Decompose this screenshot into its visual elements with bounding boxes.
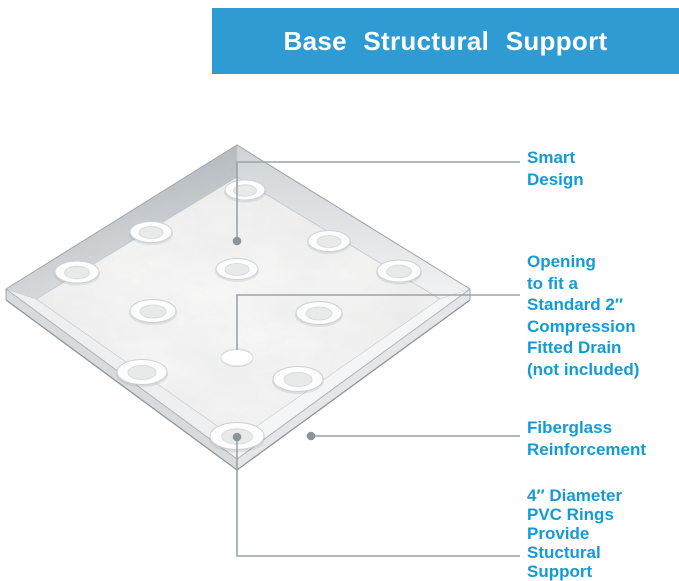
pan-base-right — [237, 289, 470, 470]
leader-pvc-rings — [236, 437, 520, 557]
page-title: Base Structural Support — [283, 25, 608, 56]
label-fiberglass-reinforcement: Fiberglass Reinforcement — [527, 418, 647, 459]
dot-pvc-rings — [232, 432, 242, 442]
pvc-ring — [272, 366, 324, 394]
pvc-ring — [215, 258, 259, 282]
leader-lines — [236, 161, 520, 557]
dot-smart-design — [232, 236, 242, 246]
leader-drain-opening — [236, 294, 520, 350]
dot-fiberglass — [306, 431, 316, 441]
label-pvc-rings: 4″ Diameter PVC Rings Provide Stuctural … — [527, 486, 623, 581]
pvc-ring — [129, 221, 173, 245]
title-banner: Base Structural Support — [212, 8, 679, 74]
pvc-ring — [116, 359, 168, 387]
pvc-ring — [307, 230, 351, 254]
leader-dots — [232, 236, 316, 442]
leader-smart-design — [236, 161, 520, 241]
pvc-ring — [54, 260, 100, 286]
drain-opening — [220, 348, 254, 367]
pvc-ring — [129, 299, 177, 325]
pvc-ring — [224, 179, 266, 203]
label-drain-opening: Opening to fit a Standard 2″ Compression… — [527, 252, 640, 379]
pvc-rings — [54, 179, 422, 453]
label-smart-design: Smart Design — [527, 148, 584, 189]
pvc-ring — [376, 259, 422, 285]
pvc-ring — [295, 301, 343, 327]
